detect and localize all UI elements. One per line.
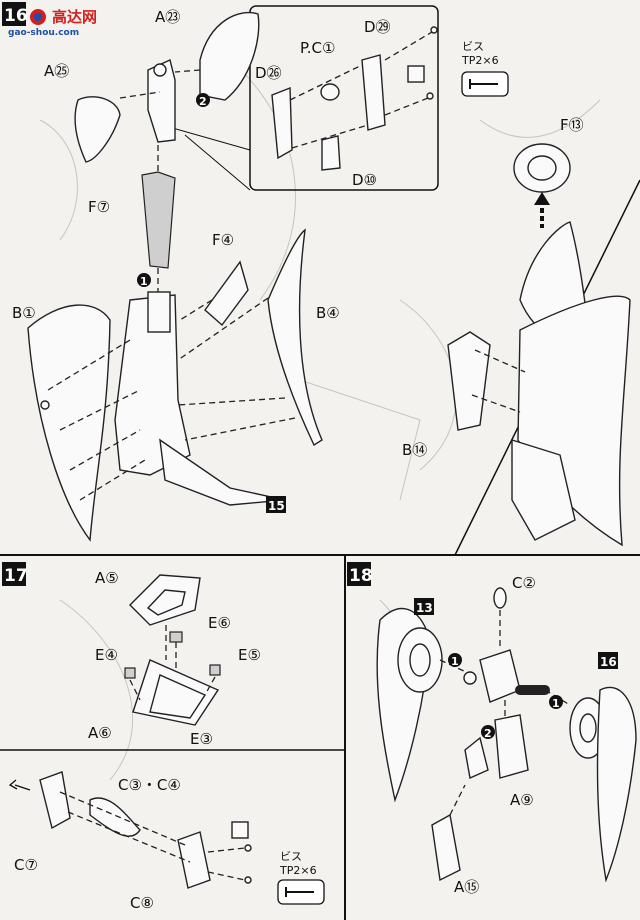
screw-icon: [285, 887, 314, 897]
part-d10: [321, 135, 341, 171]
tag-13-box: [414, 598, 434, 615]
tag-13: 13: [416, 601, 433, 615]
screwdriver-icon: [231, 821, 249, 839]
screw-icon: [469, 79, 498, 89]
part-a9: [494, 714, 529, 779]
part-f4: [204, 260, 249, 327]
label-b4: B④: [316, 304, 340, 322]
screw-icon: [244, 876, 252, 884]
label-e3: E③: [190, 730, 213, 748]
step-18-assembly: 13 C② 1 2 A⑨ A⑮ 1 16: [376, 574, 637, 896]
order-marker-2: 2: [199, 95, 207, 108]
label-c2: C②: [512, 574, 536, 592]
step-18-number: 18: [349, 566, 373, 586]
part-d29: [361, 54, 386, 131]
label-e5: E⑤: [238, 646, 261, 664]
part-c8: [177, 831, 211, 889]
label-d10: D⑩: [352, 171, 377, 189]
site-logo: 高达网 gao-shou.com: [8, 8, 97, 38]
label-a25: A㉕: [44, 62, 69, 80]
screw-icon: [244, 844, 252, 852]
tag-16: 16: [600, 655, 617, 669]
label-pc1: P.C①: [300, 39, 335, 57]
label-b1: B①: [12, 304, 36, 322]
label-a9: A⑨: [510, 791, 534, 809]
order-marker-2-s18: 2: [484, 727, 492, 740]
label-c7: C⑦: [14, 856, 38, 874]
label-b14: B⑭: [402, 441, 427, 459]
part-a23: [199, 11, 260, 101]
part-c7: [39, 771, 71, 830]
part-a15: [431, 813, 461, 882]
tag-16-box: [598, 652, 618, 669]
part-15: [159, 438, 286, 506]
order-marker-1-s18b: 1: [552, 697, 560, 710]
part-d26: [271, 86, 293, 160]
panel-frames: [0, 5, 640, 920]
part-a15-small: [464, 736, 489, 780]
label-a5: A⑤: [95, 569, 119, 587]
part-b14: [447, 331, 491, 431]
screw-label-17: ビス: [280, 850, 302, 863]
step-16-assembly: 2 1 A㉓ A㉕ F⑦ F④ B① B④ 15: [12, 8, 340, 542]
step-17-badge: 17: [2, 562, 28, 586]
label-c8: C⑧: [130, 894, 154, 912]
step-18-badge: 18: [347, 562, 373, 586]
part-a25: [74, 96, 121, 163]
label-a23: A㉓: [155, 8, 180, 26]
part-e6: [169, 631, 183, 643]
part-16: [596, 686, 637, 883]
step-16-badge: 16: [2, 2, 28, 26]
label-d29: D㉙: [364, 18, 391, 36]
part-b1: [27, 304, 111, 542]
label-e6: E⑥: [208, 614, 231, 632]
step-17-number: 17: [4, 566, 28, 586]
part-joint-block: [479, 649, 521, 703]
inset-hinge-detail: D㉙ D㉖ P.C① D⑩ ビス TP2×6: [255, 18, 509, 189]
logo-title: 高达网: [52, 8, 97, 26]
screw-spec: TP2×6: [461, 54, 499, 67]
order-marker-1-s18a: 1: [451, 655, 459, 668]
step-17-assembly: A⑤ E⑥ E④ E⑤ A⑥ E③ C③・C④ C⑦ C⑧ ビス TP2×6: [8, 569, 325, 912]
label-f7: F⑦: [88, 198, 110, 216]
part-e5: [209, 664, 221, 676]
screw-icon: [426, 92, 434, 100]
label-a6: A⑥: [88, 724, 112, 742]
screw-label: ビス: [462, 40, 484, 53]
label-d26: D㉖: [255, 64, 282, 82]
label-c3-c4: C③・C④: [118, 776, 181, 794]
tag-15-box: [266, 496, 286, 513]
part-e4: [124, 667, 136, 679]
detail-inset: [249, 5, 439, 191]
step-16-number: 16: [4, 6, 28, 26]
label-f4: F④: [212, 231, 234, 249]
label-f13: F⑬: [560, 116, 584, 134]
part-c3-c4: [89, 797, 141, 837]
logo-url: gao-shou.com: [8, 28, 79, 38]
label-a15: A⑮: [454, 878, 479, 896]
part-b4: [267, 228, 323, 447]
screwdriver-icon: [407, 65, 425, 83]
screw-spec-17: TP2×6: [279, 864, 317, 877]
order-marker-1: 1: [140, 275, 148, 288]
part-f7: [141, 171, 176, 269]
part-arm-lower: [511, 439, 576, 541]
tag-15: 15: [268, 499, 285, 513]
part-c2: [493, 587, 507, 609]
part-upper-frame: [147, 59, 176, 143]
part-pc1: [320, 83, 340, 101]
label-e4: E④: [95, 646, 118, 664]
screw-icon: [430, 26, 438, 34]
step-16-arm-detail: F⑬ B⑭: [402, 116, 631, 547]
